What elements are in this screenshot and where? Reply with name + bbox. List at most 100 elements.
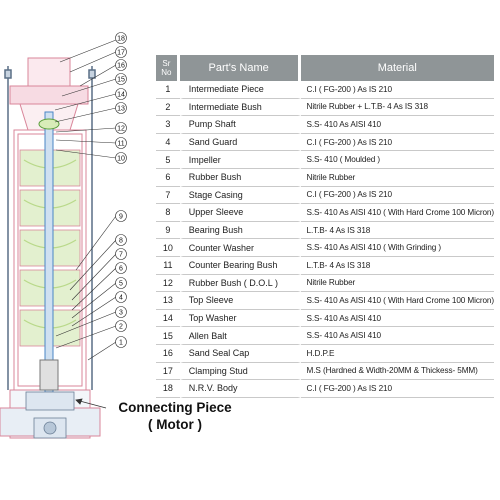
cell-material: S.S- 410 As AISI 410	[300, 116, 494, 134]
cell-material: Nitrile Rubber	[300, 275, 494, 293]
cell-sr-no: 1	[156, 81, 180, 99]
header-part-name: Part's Name	[179, 55, 301, 81]
cell-material: S.S- 410 As AISI 410 ( With Grinding )	[300, 239, 494, 257]
cell-material: L.T.B- 4 As IS 318	[300, 257, 494, 275]
diagram-caption: Connecting Piece ( Motor )	[110, 399, 240, 433]
callout-label: 9	[119, 214, 123, 221]
callout-label: 12	[117, 126, 125, 133]
cell-material: C.I ( FG-200 ) As IS 210	[300, 134, 494, 152]
cell-material: S.S- 410 As AISI 410 ( With Hard Crome 1…	[300, 204, 494, 222]
caption-line-1: Connecting Piece	[118, 400, 232, 415]
callout-label: 14	[117, 92, 125, 99]
header-sr-no: Sr No	[156, 55, 180, 81]
pump-shaft	[38, 111, 60, 393]
cell-part-name: Intermediate Piece	[179, 81, 301, 99]
cell-sr-no: 18	[156, 380, 180, 398]
pump-cross-section-diagram: 18 17 16 15 14 13 12 11 10 9 8 7 6 5 4 3…	[0, 32, 127, 439]
cell-part-name: Stage Casing	[179, 186, 301, 205]
callout-label: 4	[119, 295, 123, 302]
cell-sr-no: 12	[156, 275, 180, 293]
cell-part-name: Rubber Bush	[179, 168, 301, 187]
cell-material: S.S- 410 As AISI 410	[300, 327, 494, 345]
callout-label: 11	[117, 141, 124, 148]
cell-sr-no: 9	[156, 222, 180, 240]
cell-sr-no: 6	[156, 169, 180, 187]
cell-sr-no: 2	[156, 99, 180, 117]
cell-part-name: Allen Balt	[179, 327, 301, 345]
cell-material: H.D.P.E	[300, 345, 494, 363]
cell-material: S.S- 410 ( Moulded )	[300, 151, 494, 169]
callout-label: 3	[119, 310, 123, 317]
cell-sr-no: 7	[156, 187, 180, 205]
cell-material: Nitrile Rubber	[300, 169, 494, 187]
cell-part-name: Clamping Stud	[179, 362, 301, 381]
cell-sr-no: 3	[156, 116, 180, 134]
cell-sr-no: 14	[156, 310, 180, 328]
cell-material: C.I ( FG-200 ) As IS 210	[300, 380, 494, 398]
connecting-piece	[25, 391, 75, 439]
cell-part-name: Intermediate Bush	[179, 98, 301, 117]
callout-label: 18	[117, 36, 125, 43]
cell-sr-no: 15	[156, 327, 180, 345]
callouts-bottom	[55, 210, 127, 361]
cell-sr-no: 8	[156, 204, 180, 222]
callout-label: 5	[119, 281, 123, 288]
callout-label: 15	[117, 77, 125, 84]
cell-part-name: Sand Guard	[179, 133, 301, 152]
callout-label: 1	[119, 340, 123, 347]
cell-material: S.S- 410 As AISI 410 ( With Hard Crome 1…	[300, 292, 494, 310]
cell-part-name: Top Washer	[179, 309, 301, 328]
cell-part-name: Pump Shaft	[179, 116, 301, 134]
callout-label: 17	[117, 50, 125, 57]
callout-label: 6	[119, 266, 123, 273]
table-header-row: Sr No Part's Name Material	[156, 55, 494, 81]
callouts-top	[54, 32, 127, 164]
cell-sr-no: 4	[156, 134, 180, 152]
cell-sr-no: 10	[156, 239, 180, 257]
cell-sr-no: 17	[156, 363, 180, 381]
callout-label: 10	[117, 156, 125, 163]
cell-material: C.I ( FG-200 ) As IS 210	[300, 81, 494, 99]
callout-label: 16	[117, 63, 125, 70]
caption-arrow	[75, 398, 107, 409]
callout-label: 7	[119, 252, 123, 259]
callout-label: 2	[119, 324, 123, 331]
cell-material: M.S (Hardned & Width-20MM & Thickess- 5M…	[300, 363, 494, 381]
cell-sr-no: 16	[156, 345, 180, 363]
cell-part-name: Sand Seal Cap	[179, 344, 301, 363]
header-material: Material	[300, 55, 494, 81]
clamping-studs	[4, 66, 96, 390]
cell-part-name: N.R.V. Body	[179, 380, 301, 398]
caption-line-2: ( Motor )	[148, 417, 202, 432]
cell-sr-no: 5	[156, 151, 180, 169]
callout-label: 13	[117, 106, 125, 113]
cell-part-name: Counter Bearing Bush	[179, 256, 301, 275]
cell-part-name: Rubber Bush ( D.O.L )	[179, 274, 301, 293]
cell-part-name: Top Sleeve	[179, 292, 301, 310]
cell-sr-no: 13	[156, 292, 180, 310]
callout-label: 8	[119, 238, 123, 245]
cell-material: S.S- 410 As AISI 410	[300, 310, 494, 328]
cell-material: L.T.B- 4 As IS 318	[300, 222, 494, 240]
cell-part-name: Counter Washer	[179, 239, 301, 257]
cell-material: C.I ( FG-200 ) As IS 210	[300, 187, 494, 205]
